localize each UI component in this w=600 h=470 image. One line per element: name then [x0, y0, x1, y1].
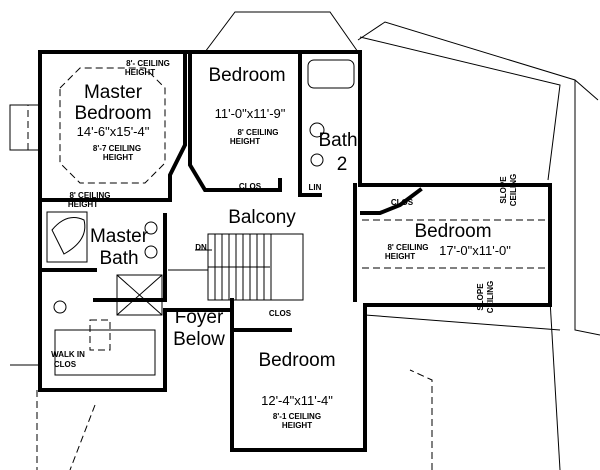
ceiling-note: 8'- CEILING: [126, 59, 170, 68]
room-dimensions: 11'-0"x11'-9": [215, 106, 286, 121]
closet-label: CLOS: [269, 309, 292, 318]
slope-note: SLOPE: [476, 283, 485, 311]
room-balcony: Balcony: [228, 207, 296, 228]
room-dimensions: 17'-0"x11'-0": [439, 243, 511, 258]
room-name: Bedroom: [208, 65, 285, 86]
slope-note: SLOPE: [499, 176, 508, 204]
room-master-bedroom: 8'- CEILING HEIGHT Master Bedroom 14'-6"…: [68, 59, 170, 209]
slope-note: CEILING: [486, 281, 495, 313]
ceiling-note: HEIGHT: [125, 68, 155, 77]
ceiling-note: 8' CEILING: [69, 191, 110, 200]
room-name: Below: [173, 329, 225, 350]
room-name: Bath: [318, 130, 357, 151]
room-master-bath: Master Bath: [90, 226, 149, 269]
ceiling-note: 8' CEILING: [387, 243, 428, 252]
roof-lines: [9, 11, 600, 470]
fixtures: [46, 59, 550, 376]
slope-note: CEILING: [509, 174, 518, 206]
room-walk-in-closet: WALK IN CLOS: [51, 350, 85, 369]
room-dimensions: 12'-4"x11'-4": [261, 393, 333, 408]
stairs-down-label: DN: [195, 243, 207, 252]
ceiling-note: 8' CEILING: [237, 128, 278, 137]
room-dimensions: 14'-6"x15'-4": [77, 124, 150, 139]
room-foyer: Foyer Below: [173, 307, 225, 350]
room-name: Master: [84, 82, 143, 103]
staircase: [168, 233, 304, 301]
room-name: WALK IN: [51, 350, 85, 359]
room-name: Master: [90, 226, 149, 247]
linen-label: LIN: [309, 183, 322, 192]
room-name: 2: [337, 154, 348, 175]
ceiling-note: HEIGHT: [230, 137, 260, 146]
closet-label: CLOS: [239, 182, 262, 191]
room-name: Bedroom: [74, 103, 151, 124]
ceiling-note: HEIGHT: [385, 252, 415, 261]
room-name: Foyer: [175, 307, 224, 328]
ceiling-note: HEIGHT: [103, 153, 133, 162]
ceiling-note: HEIGHT: [68, 200, 98, 209]
room-bath-2: Bath 2 LIN: [309, 130, 358, 192]
ceiling-note: 8'-7 CEILING: [93, 144, 141, 153]
closet-label: CLOS: [391, 198, 414, 207]
room-name: Bath: [99, 248, 138, 269]
room-bedroom-4: CLOS Bedroom 12'-4"x11'-4" 8'-1 CEILING …: [258, 309, 335, 430]
walls: [38, 50, 552, 452]
room-name: CLOS: [54, 360, 77, 369]
room-bedroom-3: CLOS Bedroom 17'-0"x11'-0" 8' CEILING HE…: [385, 174, 518, 313]
room-name: Bedroom: [414, 221, 491, 242]
ceiling-note: 8'-1 CEILING: [273, 412, 321, 421]
room-name: Bedroom: [258, 350, 335, 371]
ceiling-note: HEIGHT: [282, 421, 312, 430]
room-bedroom-2: Bedroom 11'-0"x11'-9" 8' CEILING HEIGHT …: [208, 65, 285, 191]
